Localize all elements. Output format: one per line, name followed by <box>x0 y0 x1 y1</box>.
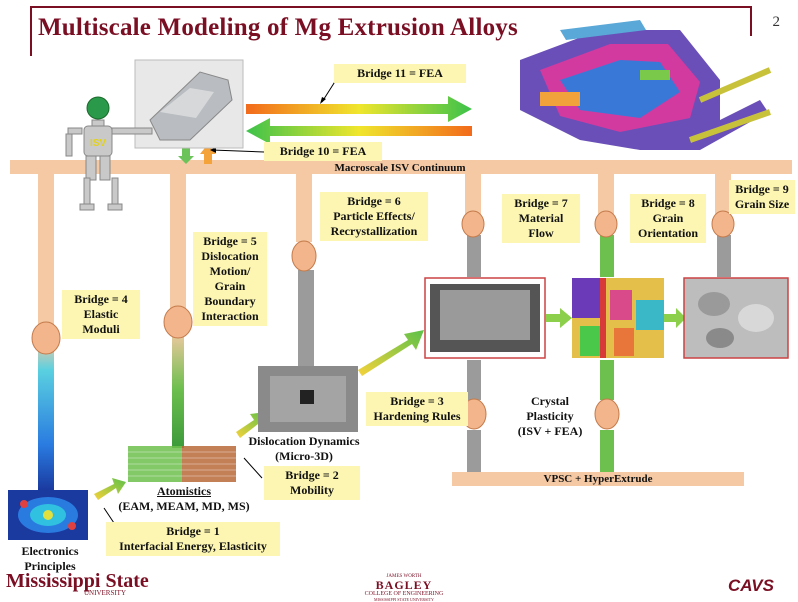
rod-particle <box>296 174 312 242</box>
rod-particle-lower <box>298 270 314 366</box>
rod-orient-top <box>598 174 614 214</box>
micrograph-flow <box>424 277 546 359</box>
bridge11-label: Bridge 11 = FEA <box>334 64 466 83</box>
atomistics-lattice <box>128 446 236 482</box>
hand-clasp-8 <box>594 398 620 430</box>
arrow-flow-orient <box>546 308 572 328</box>
page-number: 2 <box>772 14 781 30</box>
bagley-logo: JAMES WORTH BAGLEY COLLEGE OF ENGINEERIN… <box>364 574 444 602</box>
title-rule-top <box>30 6 750 8</box>
rod-elastic-lower <box>38 340 54 490</box>
title-rule-left <box>30 6 32 56</box>
hand-clasp-1 <box>31 321 61 355</box>
cavs-logo: CAVS <box>728 576 774 595</box>
bridge10-label: Bridge 10 = FEA <box>264 142 382 161</box>
continuum-label: Macroscale ISV Continuum <box>334 162 466 174</box>
hand-clasp-4 <box>461 210 485 238</box>
pointer-bridge2 <box>243 457 263 479</box>
hand-clasp-3 <box>291 240 317 272</box>
robot-badge: ISV <box>90 138 106 149</box>
atomistics-caption: Atomistics(EAM, MEAM, MD, MS) <box>118 484 250 513</box>
vpsc-label: VPSC + HyperExtrude <box>543 473 653 485</box>
down-arrow-small <box>178 148 194 164</box>
rod-dislocation-lower <box>172 330 184 448</box>
hand-clasp-5 <box>594 210 618 238</box>
arrow-electronics-atomistics <box>94 478 126 500</box>
robot-figure <box>65 96 153 211</box>
page-title: Multiscale Modeling of Mg Extrusion Allo… <box>38 14 518 41</box>
hand-clasp-6 <box>711 210 735 238</box>
rod-orient-bottom <box>600 430 614 472</box>
rod-size-mid <box>717 235 731 277</box>
electronics-image <box>8 490 88 540</box>
rod-flow-top <box>465 174 481 214</box>
extrusion-photo <box>134 59 244 149</box>
hand-clasp-2 <box>163 305 193 339</box>
arrow-dislocation-flow <box>358 330 424 376</box>
vpsc-bar <box>452 472 744 486</box>
dislocation-caption: Dislocation Dynamics(Micro-3D) <box>248 434 360 463</box>
bridge10-arrow <box>246 118 472 144</box>
rod-orient-mid <box>600 235 614 277</box>
dislocation-image <box>258 366 358 432</box>
micrograph-grain-size <box>683 277 789 359</box>
micrograph-orientation <box>572 278 664 358</box>
rod-size-top <box>715 174 731 214</box>
rod-elastic <box>38 174 54 334</box>
pointer-bridge10 <box>211 149 265 153</box>
rod-orient-lower <box>600 360 614 400</box>
rod-flow-lower <box>467 360 481 400</box>
rod-flow-bottom <box>467 430 481 472</box>
vehicle-frame-model <box>520 20 772 150</box>
bridge11-arrow <box>246 96 472 122</box>
arrow-orient-size <box>664 308 686 328</box>
msu-logo: Mississippi State UNIVERSITY <box>6 570 149 597</box>
rod-dislocation <box>170 174 186 314</box>
rod-flow-mid <box>467 235 481 277</box>
title-rule-right <box>750 6 752 36</box>
